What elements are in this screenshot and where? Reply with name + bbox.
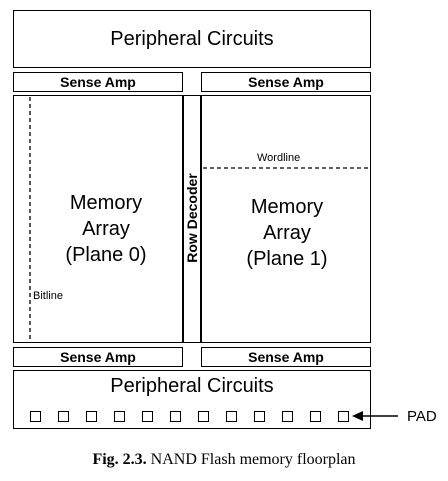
- pad-square: [30, 411, 41, 422]
- sense-amp-bottom-right-label: Sense Amp: [248, 349, 324, 365]
- wordline-label: Wordline: [257, 152, 301, 164]
- plane-0-label-line3: (Plane 0): [65, 244, 147, 266]
- plane-0-label: Memory Array (Plane 0): [54, 190, 158, 268]
- pad-square: [170, 411, 181, 422]
- peripheral-circuits-top-label: Peripheral Circuits: [110, 27, 274, 50]
- sense-amp-top-left-label: Sense Amp: [60, 74, 136, 90]
- pad-square: [142, 411, 153, 422]
- sense-amp-top-left: Sense Amp: [13, 72, 183, 92]
- pad-label: PAD: [407, 408, 437, 425]
- memory-array-plane-1: Wordline Memory Array (Plane 1): [201, 95, 371, 343]
- row-decoder: Row Decoder: [183, 95, 201, 343]
- sense-amp-top-right: Sense Amp: [201, 72, 371, 92]
- peripheral-circuits-bottom-label: Peripheral Circuits: [110, 375, 274, 397]
- sense-amp-bottom-right: Sense Amp: [201, 347, 371, 367]
- plane-0-label-line1: Memory: [69, 192, 143, 214]
- pad-square: [338, 411, 349, 422]
- plane-1-label-line2: Array: [263, 222, 311, 244]
- plane-1-label-line3: (Plane 1): [246, 248, 328, 270]
- pad-square: [226, 411, 237, 422]
- pad-square: [86, 411, 97, 422]
- figure-caption: Fig. 2.3. NAND Flash memory floorplan: [0, 451, 448, 469]
- sense-amp-bottom-left: Sense Amp: [13, 347, 183, 367]
- peripheral-circuits-top: Peripheral Circuits: [13, 10, 371, 68]
- bitline-label: Bitline: [33, 290, 63, 302]
- plane-1-label-line1: Memory: [250, 196, 324, 218]
- row-decoder-label: Row Decoder: [184, 173, 200, 263]
- pad-square: [310, 411, 321, 422]
- figure-number: Fig. 2.3.: [92, 451, 147, 468]
- pad-square: [58, 411, 69, 422]
- pad-square: [254, 411, 265, 422]
- peripheral-circuits-bottom: Peripheral Circuits: [13, 370, 371, 429]
- memory-array-plane-0: Memory Array (Plane 0) Bitline: [13, 95, 183, 343]
- sense-amp-top-right-label: Sense Amp: [248, 74, 324, 90]
- pad-square: [282, 411, 293, 422]
- sense-amp-bottom-left-label: Sense Amp: [60, 349, 136, 365]
- pad-square: [198, 411, 209, 422]
- plane-0-label-line2: Array: [82, 218, 130, 240]
- plane-1-label: Memory Array (Plane 1): [235, 194, 339, 272]
- pad-square: [114, 411, 125, 422]
- figure-caption-text: NAND Flash memory floorplan: [146, 451, 356, 468]
